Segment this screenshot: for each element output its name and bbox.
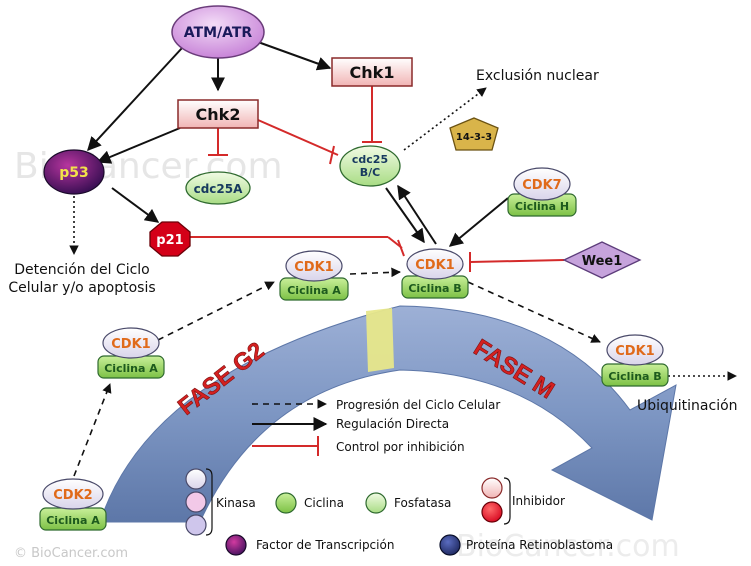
atm-atr-label: ATM/ATR — [184, 25, 253, 41]
cdk1-cyclinb-complex: Ciclina B CDK1 — [401, 248, 469, 299]
legend-factor-swatch — [225, 534, 247, 556]
phase-arrow — [99, 305, 677, 523]
arrow-atm-chk1 — [257, 41, 332, 71]
legend-ciclina-label: Ciclina — [304, 496, 344, 510]
ciclina-h-label: Ciclina H — [515, 200, 569, 213]
protein-14-3-3-node: 14-3-3 — [449, 117, 499, 151]
copyright-note: © BioCancer.com — [14, 546, 128, 561]
arrow-cdk1-cdc25 — [397, 184, 437, 245]
arrow-atm-p53 — [87, 47, 183, 152]
legend-fosfatasa-label: Fosfatasa — [394, 496, 451, 510]
arrow-chk2-p53 — [96, 127, 181, 164]
legend-inhibidor-swatch-2 — [481, 501, 503, 523]
cdk2-cyclina-complex: Ciclina A CDK2 — [39, 478, 107, 531]
legend-regulacion-label: Regulación Directa — [336, 417, 449, 431]
wee1-node: Wee1 — [562, 241, 642, 279]
legend-rb-swatch — [439, 534, 461, 556]
cdk7-label: CDK7 — [522, 178, 561, 193]
progression-cdk1b-cdk1b2 — [467, 281, 601, 343]
detencion-label-line2: Celular y/o apoptosis — [8, 280, 155, 296]
legend-progresion-label: Progresión del Ciclo Celular — [336, 398, 500, 412]
cdk1-cyclina-upper-kinase-label: CDK1 — [294, 260, 333, 275]
legend-inhibidor-label: Inhibidor — [512, 494, 565, 508]
cdc25bc-label-line2: B/C — [360, 166, 380, 179]
chk1-node: Chk1 — [331, 57, 413, 87]
cdk1-cyclina-lower-cyclin-label: Ciclina A — [104, 362, 158, 375]
protein-14-3-3-label: 14-3-3 — [456, 132, 492, 143]
inhibit-wee1-cdk1 — [469, 259, 565, 263]
arrow-p53-p21 — [111, 187, 160, 223]
exclusion-nuclear-label: Exclusión nuclear — [476, 68, 599, 84]
cdk1-cyclina-upper-cyclin-label: Ciclina A — [287, 284, 341, 297]
legend-kinase-swatch-3 — [185, 514, 207, 536]
ubiquitinacion-label: Ubiquitinación — [637, 398, 738, 414]
legend-rb-label: Proteína Retinoblastoma — [466, 538, 613, 552]
cdc25a-label: cdc25A — [194, 182, 244, 196]
p53-node: p53 — [43, 149, 105, 195]
cdk2-kinase-label: CDK2 — [53, 488, 92, 503]
cdk1-cyclina-complex-upper: Ciclina A CDK1 — [279, 250, 349, 301]
cdk1-cyclinb-right-cyclin-label: Ciclina B — [608, 370, 661, 383]
legend-kinase-swatch-1 — [185, 468, 207, 490]
progression-cdk1a2-cdk1b — [349, 267, 401, 278]
arrow-cdc25-cdk1 — [385, 187, 425, 244]
progression-cdk1a-cdk1a2 — [157, 281, 275, 341]
line-legend: Progresión del Ciclo Celular Regulación … — [252, 398, 500, 456]
legend-inhibidor-swatch-1 — [481, 477, 503, 499]
cdk7-complex: Ciclina H CDK7 — [507, 167, 577, 217]
phase-boundary — [366, 308, 394, 372]
cdk1-cyclinb-right-kinase-label: CDK1 — [615, 344, 654, 359]
cdk1-cyclina-complex-lower: Ciclina A CDK1 — [97, 327, 165, 379]
cdk1-cyclina-lower-kinase-label: CDK1 — [111, 337, 150, 352]
legend-control-label: Control por inhibición — [336, 440, 465, 454]
cdk1-cyclinb-kinase-label: CDK1 — [415, 258, 454, 273]
dotted-cdc25-exclusion — [403, 87, 487, 151]
cdc25bc-node: cdc25 B/C — [339, 145, 401, 187]
cdc25a-node: cdc25A — [185, 171, 251, 205]
detencion-label-line1: Detención del Ciclo — [14, 262, 150, 278]
progression-cdk2-cdk1a — [73, 383, 112, 477]
legend-kinasa-label: Kinasa — [216, 496, 256, 510]
legend-fosfatasa-swatch — [365, 492, 387, 514]
cdk1-cyclinb-complex-right: Ciclina B CDK1 — [601, 334, 669, 387]
p21-label: p21 — [156, 233, 183, 248]
shape-legend: Kinasa Ciclina Fosfatasa Inhibidor Facto… — [185, 468, 613, 556]
chk2-label: Chk2 — [196, 105, 241, 124]
cdc25bc-label-line1: cdc25 — [352, 153, 388, 166]
p21-node: p21 — [149, 221, 191, 257]
arrow-cdk7-cdk1 — [448, 197, 509, 247]
p53-label: p53 — [59, 165, 89, 181]
chk2-node: Chk2 — [177, 99, 259, 129]
legend-kinase-swatch-2 — [185, 491, 207, 513]
cdk1-cyclinb-cyclin-label: Ciclina B — [408, 282, 461, 295]
legend-ciclina-swatch — [275, 492, 297, 514]
watermark-bottom: BioCancer.com — [456, 529, 680, 564]
inhibit-chk2-cdc25bc — [257, 119, 339, 156]
atm-atr-node: ATM/ATR — [171, 5, 265, 59]
cdk2-cyclin-label: Ciclina A — [46, 514, 100, 527]
chk1-label: Chk1 — [350, 63, 395, 82]
legend-factor-label: Factor de Transcripción — [256, 538, 394, 552]
wee1-label: Wee1 — [582, 254, 623, 269]
